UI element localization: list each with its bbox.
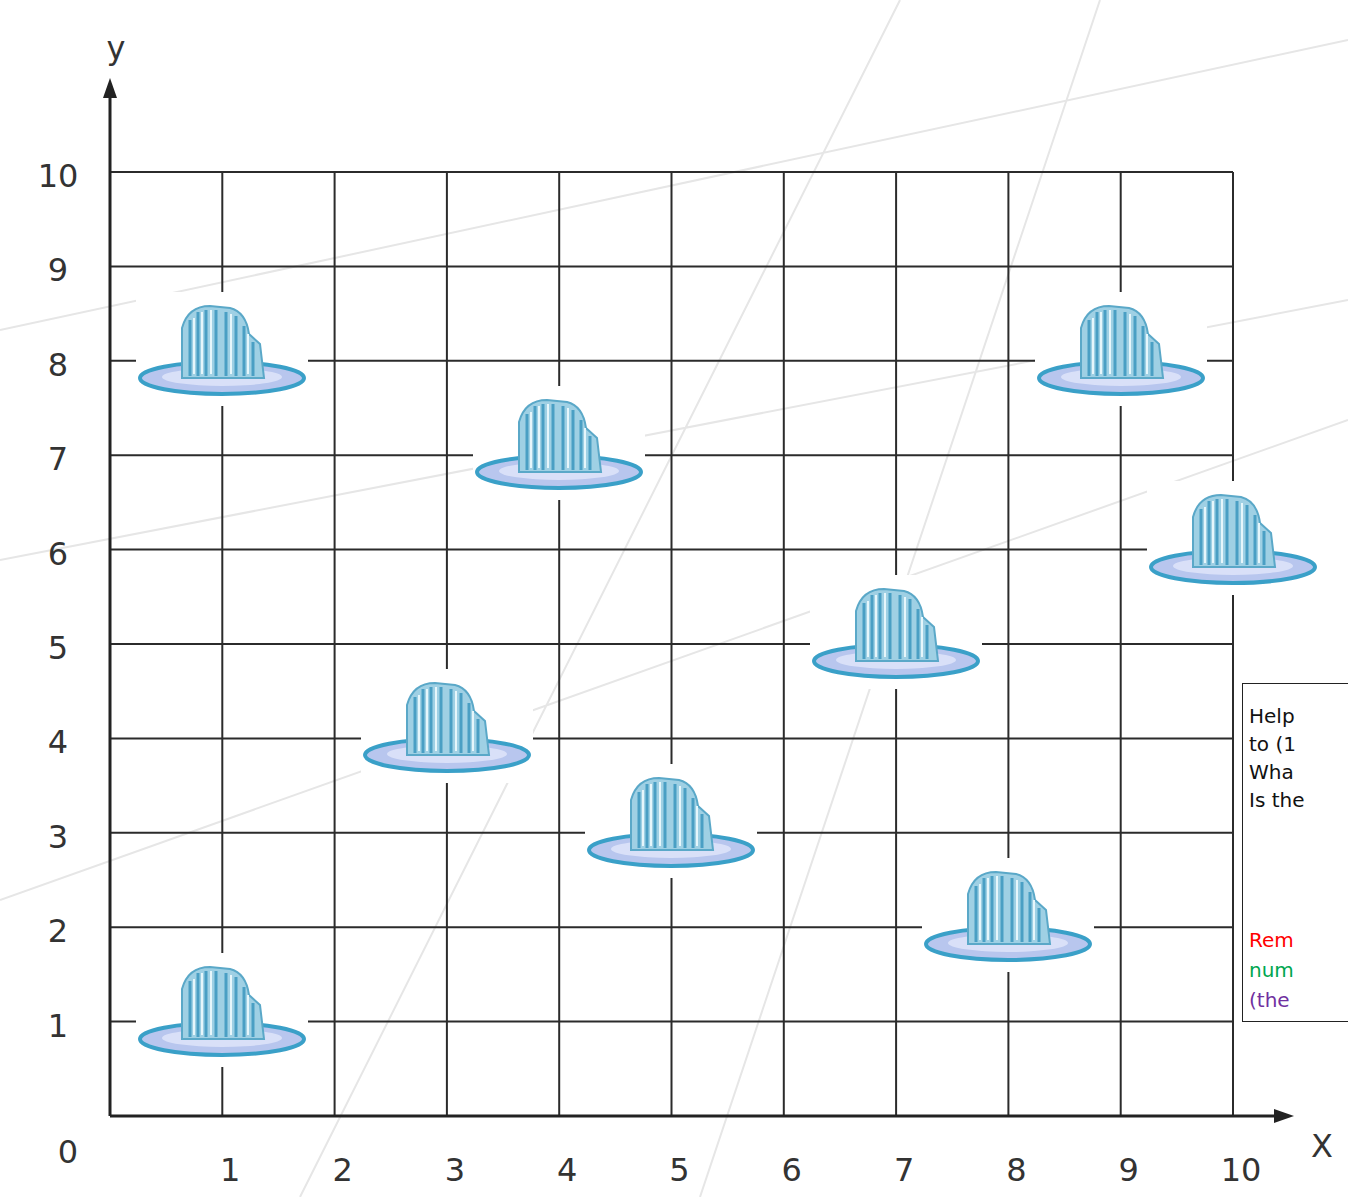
tick-number: 1 [220,1154,240,1186]
tick-number: 4 [48,726,68,758]
instruction-text: Help [1249,704,1295,728]
instruction-text: to (1 [1249,732,1296,756]
instruction-text: Rem [1249,928,1294,952]
axis-name: X [1311,1130,1333,1162]
instruction-text: Wha [1249,760,1294,784]
icebergs [136,292,1319,1067]
tick-number: 9 [1119,1154,1139,1186]
tick-number: 5 [669,1154,689,1186]
tick-number: 8 [1006,1154,1026,1186]
axis-name: y [107,32,126,64]
origin-number: 0 [58,1136,78,1168]
instruction-text: (the [1249,988,1290,1012]
tick-number: 5 [48,632,68,664]
grid-lines [110,172,1233,1116]
tick-number: 3 [48,821,68,853]
tick-number: 8 [48,349,68,381]
tick-number: 7 [48,443,68,475]
tick-number: 3 [445,1154,465,1186]
tick-number: 1 [48,1010,68,1042]
tick-number: 10 [38,160,79,192]
instruction-text: Is the [1249,788,1305,812]
tick-number: 6 [48,538,68,570]
tick-number: 9 [48,254,68,286]
tick-number: 10 [1221,1154,1262,1186]
tick-number: 6 [782,1154,802,1186]
instruction-text: num [1249,958,1294,982]
tick-number: 2 [332,1154,352,1186]
tick-number: 4 [557,1154,577,1186]
instruction-box: Help to (1 Wha Is theRem num (the [1242,683,1348,1022]
tick-number: 7 [894,1154,914,1186]
tick-number: 2 [48,915,68,947]
axes [103,78,1294,1123]
